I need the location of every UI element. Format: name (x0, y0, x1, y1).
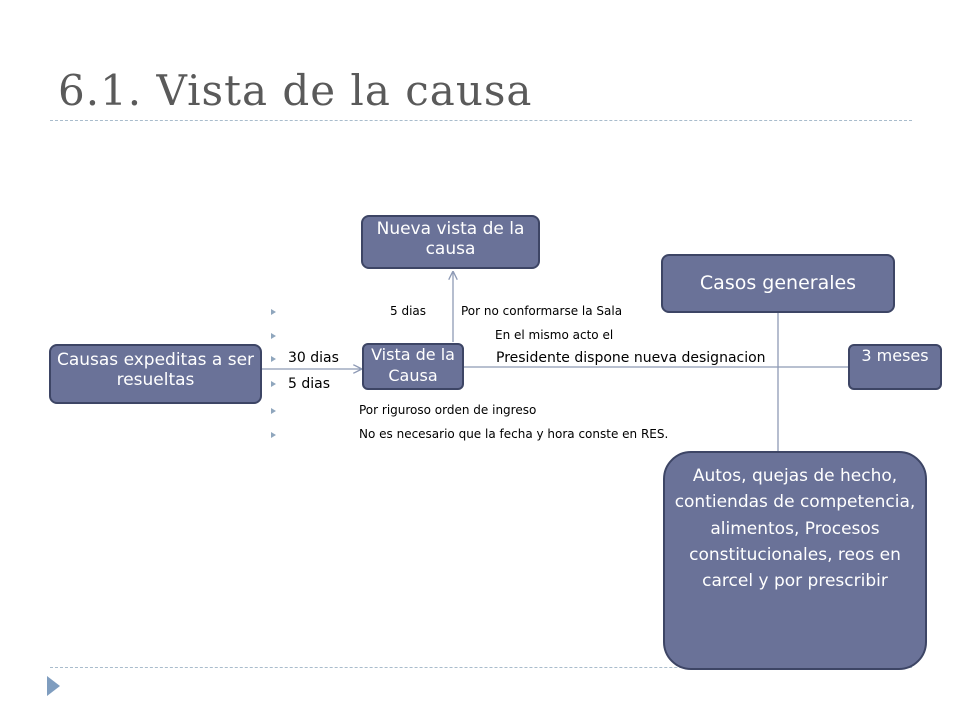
bullet-6-text: No es necesario que la fecha y hora cons… (359, 427, 669, 441)
bullet-marker-icon (271, 309, 276, 315)
footer-triangle-icon (47, 676, 60, 696)
node-vista-causa: Vista de la Causa (362, 343, 464, 390)
bullet-1-days: 5 dias (390, 304, 427, 318)
bullet-1-reason: Por no conformarse la Sala (461, 304, 623, 318)
bullet-3-reason: Presidente dispone nueva designacion (496, 350, 766, 366)
footer-divider (50, 667, 912, 668)
node-nueva-vista: Nueva vista de la causa (361, 215, 540, 269)
bullet-marker-icon (271, 432, 276, 438)
bullet-5-text: Por riguroso orden de ingreso (359, 403, 537, 417)
bullet-3-days: 30 dias (288, 350, 339, 366)
bullet-marker-icon (271, 356, 276, 362)
node-autos: Autos, quejas de hecho, contiendas de co… (663, 451, 927, 670)
node-casos-generales: Casos generales (661, 254, 895, 313)
bullet-marker-icon (271, 408, 276, 414)
title-divider (50, 120, 912, 121)
bullet-4-text: 5 dias (288, 376, 331, 392)
node-causas-expeditas: Causas expeditas a ser resueltas (49, 344, 262, 404)
node-tres-meses: 3 meses (848, 344, 942, 390)
bullet-marker-icon (271, 333, 276, 339)
slide-title: 6.1. Vista de la causa (58, 66, 533, 115)
bullet-2-text: En el mismo acto el (495, 328, 614, 342)
bullet-marker-icon (271, 381, 276, 387)
